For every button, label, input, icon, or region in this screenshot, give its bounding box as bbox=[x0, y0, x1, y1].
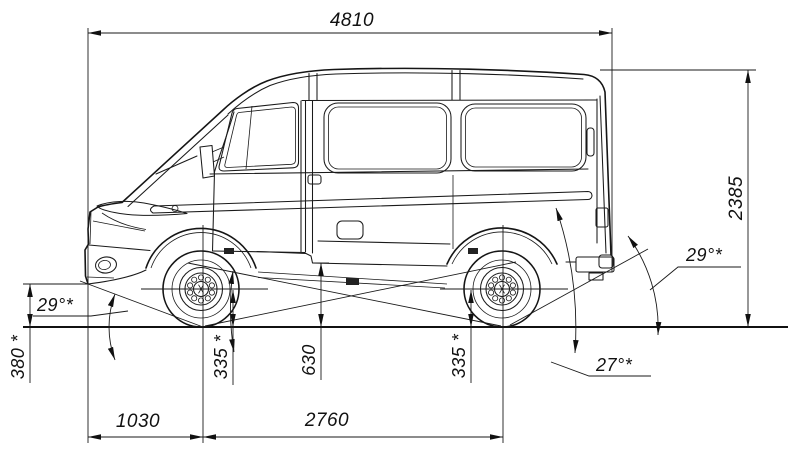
rear-bumper bbox=[575, 254, 615, 281]
windshield bbox=[127, 114, 229, 208]
rear-arch-bracket bbox=[468, 248, 478, 254]
roof-seam-mid bbox=[451, 69, 461, 101]
dim-front-overhang: 1030 bbox=[88, 411, 203, 440]
dim-overall-length: 4810 bbox=[87, 10, 613, 443]
rocker-step bbox=[256, 250, 448, 267]
fog-light bbox=[95, 256, 117, 274]
rear-door-edge bbox=[599, 95, 607, 254]
breakover-line-front bbox=[204, 261, 517, 327]
dim-front-clearance: 380 * bbox=[8, 283, 90, 383]
label-approach-angle: 29°* bbox=[33, 295, 129, 317]
sliding-door-rail bbox=[317, 240, 451, 245]
dim-front-clearance-value: 380 * bbox=[8, 334, 28, 379]
grille-line bbox=[92, 220, 146, 232]
bumper-lip bbox=[86, 276, 115, 279]
front-wheel-arch bbox=[145, 227, 257, 269]
spring-shackle bbox=[346, 278, 359, 285]
roof-drip-rail bbox=[227, 72, 584, 115]
wiper bbox=[155, 155, 198, 175]
roof-band-line bbox=[301, 99, 598, 102]
approach-arc bbox=[107, 293, 116, 361]
waistline bbox=[209, 168, 589, 175]
side-window-2-inner bbox=[465, 107, 582, 168]
headlight bbox=[96, 200, 188, 216]
departure-line bbox=[509, 248, 649, 326]
departure-angle-value: 29°* bbox=[685, 245, 723, 265]
bumper-top-line bbox=[88, 244, 151, 252]
dim-overall-height-value: 2385 bbox=[726, 176, 747, 221]
dim-wheelbase: 2760 bbox=[203, 410, 503, 440]
roof-seam-front bbox=[308, 72, 318, 101]
label-breakover-angle: 27°* bbox=[550, 355, 651, 377]
front-face-line bbox=[89, 211, 92, 245]
label-departure-angle: 29°* bbox=[649, 245, 741, 291]
dim-overall-length-value: 4810 bbox=[330, 10, 374, 31]
breakover-angle-value: 27°* bbox=[595, 355, 633, 375]
approach-line bbox=[79, 280, 204, 328]
dim-underbody-height-value: 630 bbox=[299, 344, 319, 376]
dim-rear-wheel-radius: 335 * bbox=[449, 290, 474, 383]
approach-angle-value: 29°* bbox=[36, 295, 74, 315]
van-outline bbox=[84, 67, 612, 285]
tail-lamp bbox=[595, 207, 609, 228]
front-wheel-arch-lip bbox=[150, 232, 252, 269]
dim-overall-height: 2385 bbox=[600, 69, 756, 327]
rear-wheel-arch bbox=[446, 227, 558, 265]
side-molding bbox=[149, 190, 593, 214]
rear-wheel-arch-lip bbox=[451, 231, 553, 265]
breakover-arc-front-center bbox=[555, 207, 579, 354]
fuel-filler-door bbox=[336, 220, 364, 240]
rear-door-handle bbox=[586, 127, 595, 157]
dim-rear-wheel-radius-value: 335 * bbox=[449, 333, 469, 378]
cab-door-window bbox=[218, 101, 300, 172]
dim-front-wheel-radius: 335 * bbox=[211, 290, 236, 385]
dim-front-overhang-value: 1030 bbox=[116, 411, 160, 432]
fender-crease bbox=[101, 212, 147, 230]
dim-front-wheel-radius-value: 335 * bbox=[211, 334, 231, 379]
front-arch-bracket bbox=[224, 248, 234, 254]
breakover-line-rear bbox=[187, 262, 502, 327]
side-window-1-inner bbox=[328, 106, 447, 170]
front-lower-wrap bbox=[87, 269, 147, 285]
departure-arc bbox=[627, 235, 662, 336]
cab-door-edge bbox=[211, 111, 235, 252]
dim-underbody-height: 630 bbox=[299, 262, 329, 380]
door-handle bbox=[307, 174, 322, 185]
van-body bbox=[84, 67, 615, 328]
dim-wheelbase-value: 2760 bbox=[304, 410, 349, 431]
cab-door-rear-seam bbox=[300, 100, 307, 253]
side-window-2 bbox=[460, 103, 587, 172]
vent-window-divider bbox=[245, 105, 253, 170]
side-window-1 bbox=[323, 102, 452, 174]
